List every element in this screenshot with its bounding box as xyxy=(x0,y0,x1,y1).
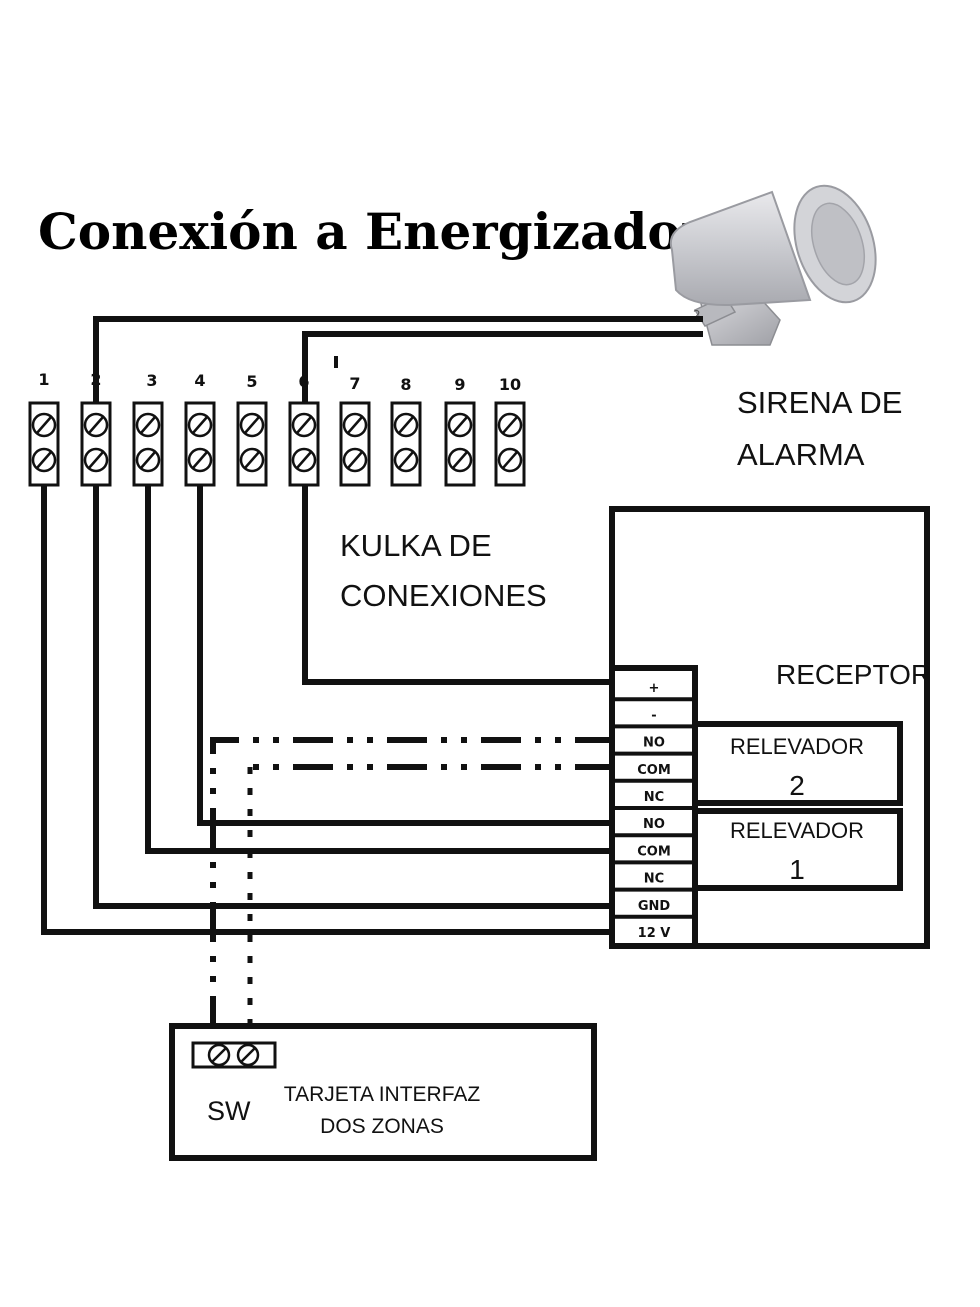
terminal-number: 5 xyxy=(246,372,257,391)
receiver-pins: + - NO COM NC NO COM NC GND 12 V xyxy=(615,681,692,941)
terminal-number: 7 xyxy=(349,374,360,393)
terminal-3 xyxy=(132,401,164,487)
wire-terminal-1-to-12v xyxy=(41,486,615,935)
terminal-block-label-line1: KULKA DE xyxy=(340,528,492,563)
sw-terminal-icon xyxy=(191,1041,277,1069)
receiver-pin-label: COM xyxy=(637,763,671,778)
siren-wire-terminal-2 xyxy=(93,316,703,402)
terminal-number: 3 xyxy=(146,371,157,390)
receiver-pin-label: COM xyxy=(637,844,671,859)
diagram-title: Conexión a Energizador xyxy=(38,202,708,261)
relay-1-number: 1 xyxy=(789,854,805,885)
siren-mount-label: 2 xyxy=(693,308,701,322)
terminal-6 xyxy=(288,401,320,487)
terminal-number: 6 xyxy=(298,372,309,391)
siren-label-line2: ALARMA xyxy=(737,437,865,472)
interface-card-label-line2: DOS ZONAS xyxy=(320,1115,444,1138)
terminal-number: 4 xyxy=(194,371,205,390)
relay-1-label: RELEVADOR xyxy=(730,818,864,843)
terminal-block-label-line2: CONEXIONES xyxy=(340,578,547,613)
wire-terminal-6-to-plus xyxy=(302,486,615,685)
siren-wire-terminal-6 xyxy=(302,331,703,402)
wire-terminal-2-to-gnd xyxy=(93,486,615,909)
terminal-block xyxy=(28,401,526,487)
terminal-numbers: 1 2 3 4 5 6 7 8 9 10 xyxy=(38,370,521,394)
terminal-number: 1 xyxy=(38,370,49,389)
terminal-2 xyxy=(80,401,112,487)
dashed-wire-no2-to-sw xyxy=(210,737,615,1026)
terminal-4 xyxy=(184,401,216,487)
relay-2-label: RELEVADOR xyxy=(730,734,864,759)
terminal-8 xyxy=(390,401,422,487)
siren-label-line1: SIRENA DE xyxy=(737,385,902,420)
receiver-pin-label: - xyxy=(651,708,656,723)
relay-1-box xyxy=(692,808,903,891)
receiver-pin-label: GND xyxy=(638,899,671,914)
siren-icon: 2 xyxy=(669,184,877,346)
receiver-label: RECEPTOR xyxy=(776,659,931,690)
terminal-number: 2 xyxy=(90,370,101,389)
sw-label: SW xyxy=(207,1096,251,1126)
terminal-number: 8 xyxy=(400,375,411,394)
receiver-pin-label: NO xyxy=(643,817,665,832)
relay-2-box xyxy=(692,721,903,806)
terminal-7 xyxy=(339,401,371,487)
receiver-pin-label: NC xyxy=(644,872,664,887)
terminal-number: 10 xyxy=(499,375,521,394)
relay-2-number: 2 xyxy=(789,770,805,801)
interface-card-label-line1: TARJETA INTERFAZ xyxy=(284,1083,481,1106)
terminal-5 xyxy=(236,401,268,487)
terminal-1 xyxy=(28,401,60,487)
receiver-pin-label: 12 V xyxy=(638,926,671,941)
terminal-9 xyxy=(444,401,476,487)
wire-terminal-4-to-no1 xyxy=(197,486,615,826)
receiver-pin-label: NC xyxy=(644,790,664,805)
terminal-number: 9 xyxy=(454,375,465,394)
terminal-10 xyxy=(494,401,526,487)
receiver-pin-label: + xyxy=(649,681,660,696)
receiver-pin-label: NO xyxy=(643,736,665,751)
wire-terminal-3-to-com1 xyxy=(145,486,615,854)
